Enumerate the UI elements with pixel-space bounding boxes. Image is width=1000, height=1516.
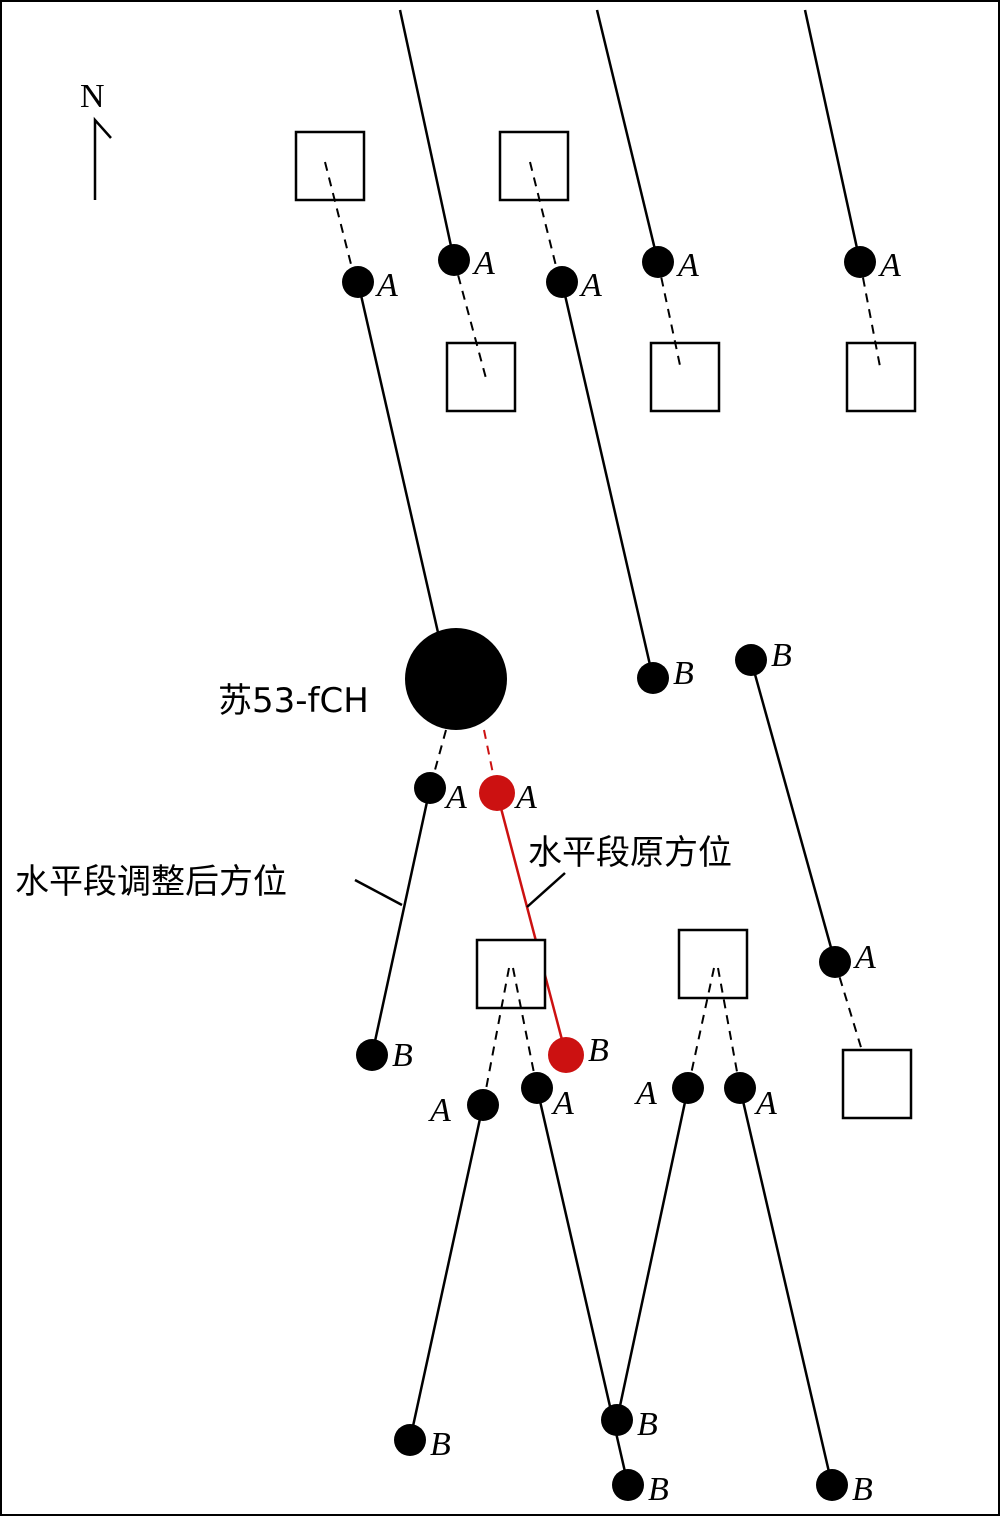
target-point-icon [819, 946, 851, 978]
original-target-point-icon [548, 1037, 584, 1073]
target-point-icon [342, 266, 374, 298]
north-arrow-icon: N [80, 78, 112, 200]
vertical-section-line [453, 259, 488, 383]
well-pad-square-icon [475, 938, 547, 1010]
vertical-section-line [859, 261, 882, 373]
point-label-a: A [551, 1085, 574, 1122]
target-point-icon [642, 246, 674, 278]
point-label-a: A [676, 247, 699, 284]
target-point-icon [612, 1469, 644, 1501]
leader-line [354, 878, 403, 907]
point-label-a: A [634, 1075, 657, 1112]
horizontal-section-line [398, 9, 456, 261]
horizontal-section-line [803, 9, 862, 263]
vertical-section-line [687, 967, 715, 1089]
point-label-a: A [579, 267, 602, 304]
label-adjusted-azimuth: 水平段调整后方位 [15, 862, 287, 902]
vertical-section-line [512, 967, 538, 1089]
point-label-a: A [472, 245, 495, 282]
point-label-a: A [444, 779, 467, 816]
original-azimuth-line [495, 792, 568, 1056]
target-point-icon [356, 1039, 388, 1071]
vertical-section-line [529, 161, 561, 283]
target-point-icon [601, 1404, 633, 1436]
well-pad-square-icon [677, 928, 749, 1000]
point-label-b: B [852, 1471, 873, 1508]
target-point-icon [672, 1072, 704, 1104]
horizontal-section-line [749, 659, 837, 963]
well-pad-square-icon [294, 130, 366, 202]
horizontal-section-line [356, 281, 444, 651]
point-label-a: A [514, 779, 537, 816]
point-label-b: B [673, 655, 694, 692]
target-point-icon [467, 1089, 499, 1121]
point-label-b: B [648, 1471, 669, 1508]
horizontal-section-line [615, 1087, 690, 1421]
point-label-b: B [588, 1032, 609, 1069]
adjusted-azimuth-line [370, 787, 432, 1056]
well-pad-square-icon [498, 130, 570, 202]
horizontal-section-line [560, 281, 655, 679]
well-name: 苏53-fCH [218, 681, 369, 721]
point-label-b: B [430, 1426, 451, 1463]
point-label-a: A [375, 267, 398, 304]
point-label-a: A [878, 247, 901, 284]
vertical-section-line [834, 961, 875, 1091]
well-pad-square-icon [445, 341, 517, 413]
original-target-point-icon [479, 775, 515, 811]
point-label-b: B [637, 1406, 658, 1443]
point-label-b: B [771, 637, 792, 674]
point-label-a: A [428, 1092, 451, 1129]
point-label-a: A [853, 939, 876, 976]
vertical-section-line [482, 967, 510, 1106]
target-point-icon [816, 1469, 848, 1501]
vertical-section-line [324, 161, 356, 281]
target-point-icon [724, 1072, 756, 1104]
horizontal-section-line [738, 1087, 834, 1486]
target-point-icon [521, 1072, 553, 1104]
target-point-icon [414, 772, 446, 804]
north-label: N [80, 78, 105, 115]
point-label-b: B [392, 1037, 413, 1074]
target-point-icon [546, 266, 578, 298]
point-label-a: A [754, 1085, 777, 1122]
horizontal-section-line [408, 1104, 485, 1441]
vertical-section-line [657, 261, 682, 371]
leader-line [526, 872, 566, 908]
well-pad-square-icon [845, 341, 917, 413]
target-point-icon [637, 662, 669, 694]
well-pad-square-icon [841, 1048, 913, 1120]
well-pad-square-icon [649, 341, 721, 413]
horizontal-section-line [595, 9, 660, 263]
target-point-icon [844, 246, 876, 278]
vertical-section-line [717, 967, 741, 1089]
target-point-icon [438, 244, 470, 276]
label-original-azimuth: 水平段原方位 [528, 833, 732, 873]
target-point-icon [394, 1424, 426, 1456]
vertical-well-icon [405, 628, 507, 730]
